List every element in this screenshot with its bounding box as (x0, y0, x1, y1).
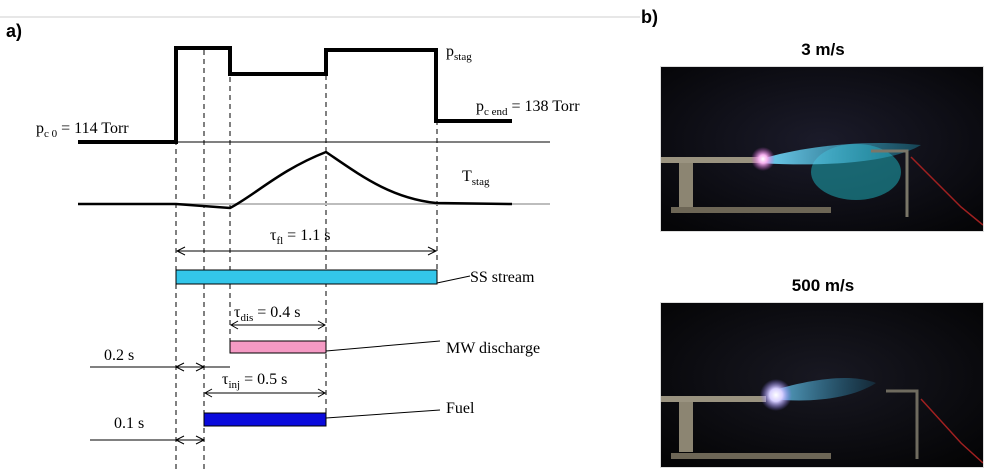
mw-discharge-bar (229, 340, 327, 354)
p-c0-label: pc 0 = 114 Torr (36, 120, 129, 140)
mw-discharge-leader (325, 340, 441, 352)
delay-01-label: 0.1 s (114, 415, 144, 432)
tau-dis-arrow (229, 320, 327, 330)
ss-stream-label: SS stream (470, 269, 535, 286)
p-cend-label: pc end = 138 Torr (476, 98, 580, 118)
delay-02-arrow (90, 362, 230, 372)
time-reference-lines (175, 50, 438, 470)
t-stag-label: Tstag (462, 168, 490, 188)
panel-a-label: a) (6, 21, 22, 41)
photo-2-title: 500 m/s (791, 276, 855, 295)
p-stag-label: pstag (446, 43, 472, 63)
tau-inj-label: τinj = 0.5 s (222, 371, 287, 391)
tau-fl-arrow (175, 246, 438, 256)
panel-b-label: b) (641, 7, 658, 27)
tau-dis-label: τdis = 0.4 s (234, 304, 301, 324)
tau-inj-arrow (203, 388, 327, 398)
delay-01-arrow (90, 435, 206, 445)
photo-1-title: 3 m/s (801, 40, 845, 59)
delay-02-label: 0.2 s (104, 347, 134, 364)
photo-3ms (660, 66, 984, 232)
fuel-bar (203, 412, 327, 427)
fuel-leader (325, 409, 441, 419)
fuel-label: Fuel (446, 400, 475, 417)
pressure-trace (78, 46, 512, 144)
plasma-flame-image-500ms (661, 303, 983, 467)
temperature-trace (78, 150, 513, 210)
photo-500ms (660, 302, 984, 468)
ss-stream-leader (436, 275, 471, 284)
mw-discharge-label: MW discharge (446, 340, 540, 357)
ss-stream-bar (175, 269, 438, 285)
tau-fl-label: τfl = 1.1 s (270, 227, 330, 247)
plasma-flame-image-3ms (661, 67, 983, 231)
